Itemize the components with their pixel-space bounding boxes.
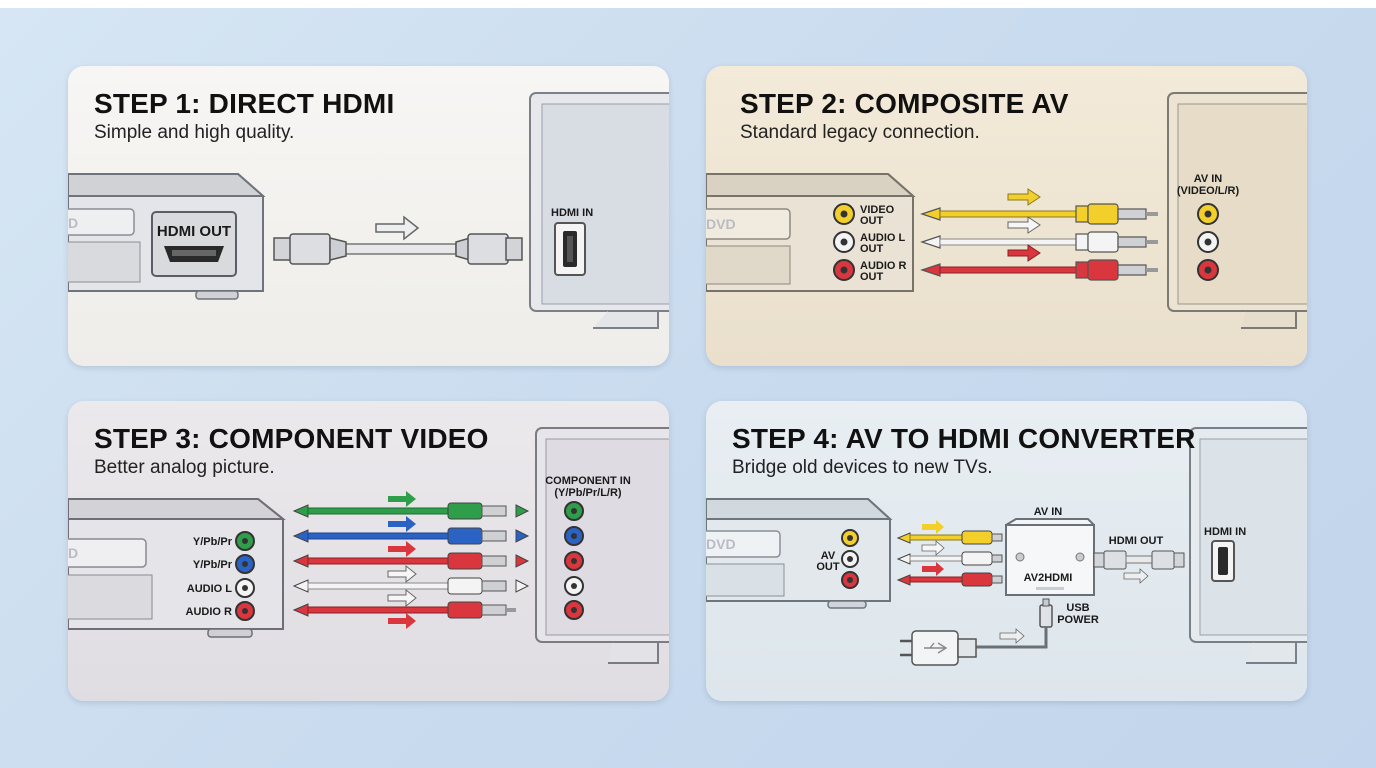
- step-3-title: STEP 3: COMPONENT VIDEO: [94, 423, 489, 454]
- y-pb-pr-label-2: Y/Pb/Pr: [193, 559, 233, 571]
- av-out-label-1: AV: [821, 550, 836, 562]
- usb-label-1: USB: [1066, 602, 1089, 614]
- step-2-subtitle: Standard legacy connection.: [740, 122, 980, 143]
- step-2-panel: AV IN (VIDEO/L/R) DVD VIDEO OUT AUDIO L …: [706, 66, 1307, 366]
- component-out-jacks: [235, 531, 255, 621]
- av-out-jacks-4: [841, 529, 859, 589]
- rca-cable-red: [920, 244, 1158, 281]
- audio-l-label: AUDIO L: [187, 583, 233, 595]
- step-4-subtitle: Bridge old devices to new TVs.: [732, 457, 993, 478]
- converter-hdmi-out-label: HDMI OUT: [1109, 535, 1164, 547]
- av-in-jacks: [1197, 203, 1219, 281]
- audio-l-label-1: AUDIO L: [860, 232, 906, 244]
- tv-3: [535, 427, 669, 664]
- direction-arrow: [375, 215, 420, 241]
- audio-l-label-2: OUT: [860, 243, 884, 255]
- component-cable-red: [292, 541, 530, 570]
- video-out-label-2: OUT: [860, 215, 884, 227]
- rca-cable-white: [920, 216, 1158, 253]
- dvd-logo-3: D: [68, 545, 78, 561]
- usb-wall-adapter: [900, 630, 977, 666]
- av-out-label-2: OUT: [816, 561, 840, 573]
- y-pb-pr-label-1: Y/Pb/Pr: [193, 536, 233, 548]
- step-3-panel: COMPONENT IN (Y/Pb/Pr/L/R) D Y/Pb/Pr Y/P…: [68, 401, 669, 701]
- step-4-panel: HDMI IN DVD AV OUT: [706, 401, 1307, 701]
- component-in-label-1: COMPONENT IN: [545, 475, 631, 487]
- converter-av-in-label: AV IN: [1034, 506, 1063, 518]
- dvd-logo-2: DVD: [706, 216, 736, 232]
- component-in-jacks: [564, 501, 584, 620]
- step-1-subtitle: Simple and high quality.: [94, 122, 295, 143]
- tv-4: [1189, 427, 1307, 664]
- audio-cable-white: [292, 564, 530, 595]
- step-1-panel: HDMI IN D HDMI OUT: [68, 66, 669, 366]
- audio-cable-red: [292, 588, 516, 629]
- component-in-label-2: (Y/Pb/Pr/L/R): [554, 487, 622, 499]
- hdmi-cable: [273, 233, 523, 265]
- audio-r-label-2: OUT: [860, 271, 884, 283]
- dvd-player-3: [68, 498, 286, 638]
- av2hdmi-converter: [1005, 518, 1095, 596]
- top-strip: [0, 0, 1376, 8]
- step-2-title: STEP 2: COMPOSITE AV: [740, 88, 1069, 119]
- dvd-logo-4: DVD: [706, 536, 736, 552]
- usb-power-cable: [976, 598, 1053, 649]
- dvd-player-4: [706, 498, 893, 609]
- hdmi-out-label: HDMI OUT: [157, 223, 231, 240]
- short-hdmi-cable: [1093, 550, 1185, 584]
- video-out-label-1: VIDEO: [860, 204, 895, 216]
- step-4-title: STEP 4: AV TO HDMI CONVERTER: [732, 423, 1196, 454]
- rca-cables-short: [896, 520, 1003, 587]
- hdmi-out-port: [151, 211, 237, 277]
- component-cable-blue: [292, 516, 530, 545]
- step-2-diagram: AV IN (VIDEO/L/R) DVD VIDEO OUT AUDIO L …: [706, 92, 1307, 329]
- av-in-label-1: AV IN: [1194, 173, 1223, 185]
- hdmi-in-port: [554, 222, 586, 276]
- dvd-player-2: [706, 173, 916, 292]
- step-4-diagram: HDMI IN DVD AV OUT: [706, 427, 1307, 666]
- rca-cable-yellow: [920, 188, 1158, 225]
- step-1-diagram: HDMI IN D HDMI OUT: [68, 92, 669, 329]
- step-3-diagram: COMPONENT IN (Y/Pb/Pr/L/R) D Y/Pb/Pr Y/P…: [68, 427, 669, 664]
- tv-hdmi-in-label: HDMI IN: [1204, 526, 1246, 538]
- converter-label: AV2HDMI: [1024, 572, 1073, 584]
- hdmi-in-label: HDMI IN: [551, 207, 593, 219]
- av-in-label-2: (VIDEO/L/R): [1177, 185, 1240, 197]
- component-cable-green: [292, 491, 530, 520]
- tv-hdmi-in-port: [1211, 540, 1235, 582]
- step-3-subtitle: Better analog picture.: [94, 457, 275, 478]
- step-1-title: STEP 1: DIRECT HDMI: [94, 88, 395, 119]
- av-out-jacks: [833, 203, 855, 281]
- audio-r-label-1: AUDIO R: [860, 260, 907, 272]
- dvd-logo: D: [68, 215, 78, 231]
- tv-2: [1167, 92, 1307, 329]
- audio-r-label: AUDIO R: [186, 606, 233, 618]
- usb-label-2: POWER: [1057, 614, 1099, 626]
